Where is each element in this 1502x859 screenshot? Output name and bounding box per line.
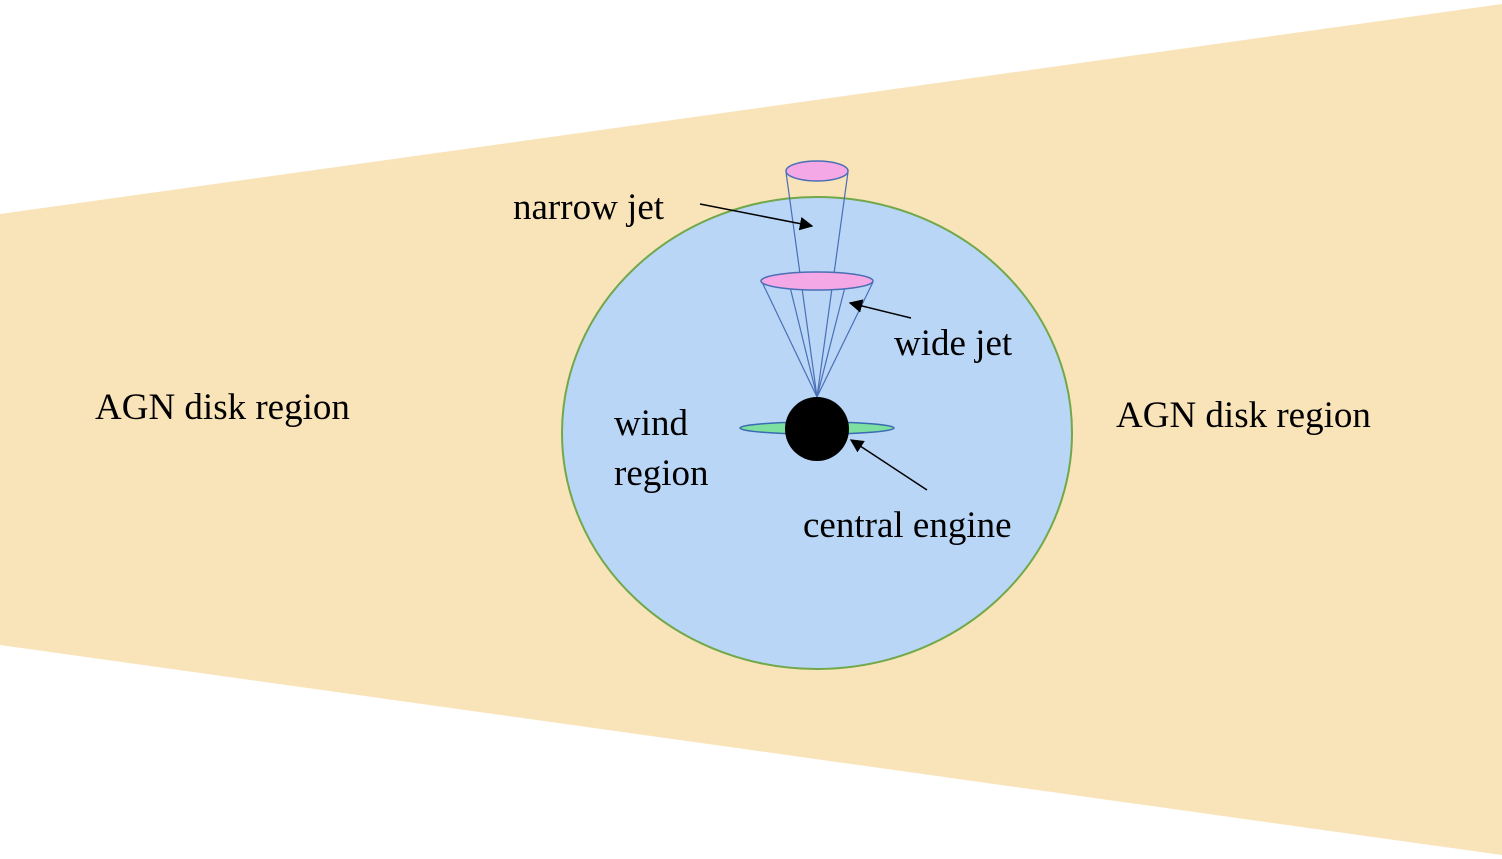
wind-region-label-line2: region — [614, 453, 709, 494]
black-hole-icon — [785, 397, 849, 461]
wide-jet-edge-right — [816, 281, 874, 398]
wide-jet-cap — [760, 271, 874, 291]
wide-jet-edge-left — [761, 281, 818, 398]
narrow-jet-label: narrow jet — [513, 187, 665, 228]
wide-jet-inner-left — [789, 286, 818, 398]
narrow-jet-arrow — [699, 203, 814, 231]
central-engine-label: central engine — [803, 505, 1012, 546]
agn-disk-right-label: AGN disk region — [1116, 395, 1371, 436]
wide-jet-label: wide jet — [894, 323, 1013, 364]
wind-region-label-line1: wind — [614, 403, 689, 444]
wide-jet-cone — [760, 271, 874, 398]
wide-jet-inner-right — [816, 286, 846, 398]
agn-disk-left-label: AGN disk region — [95, 387, 350, 428]
wide-jet-arrow — [848, 299, 912, 319]
central-engine-arrow — [849, 439, 928, 491]
narrow-jet-cap — [785, 160, 849, 182]
